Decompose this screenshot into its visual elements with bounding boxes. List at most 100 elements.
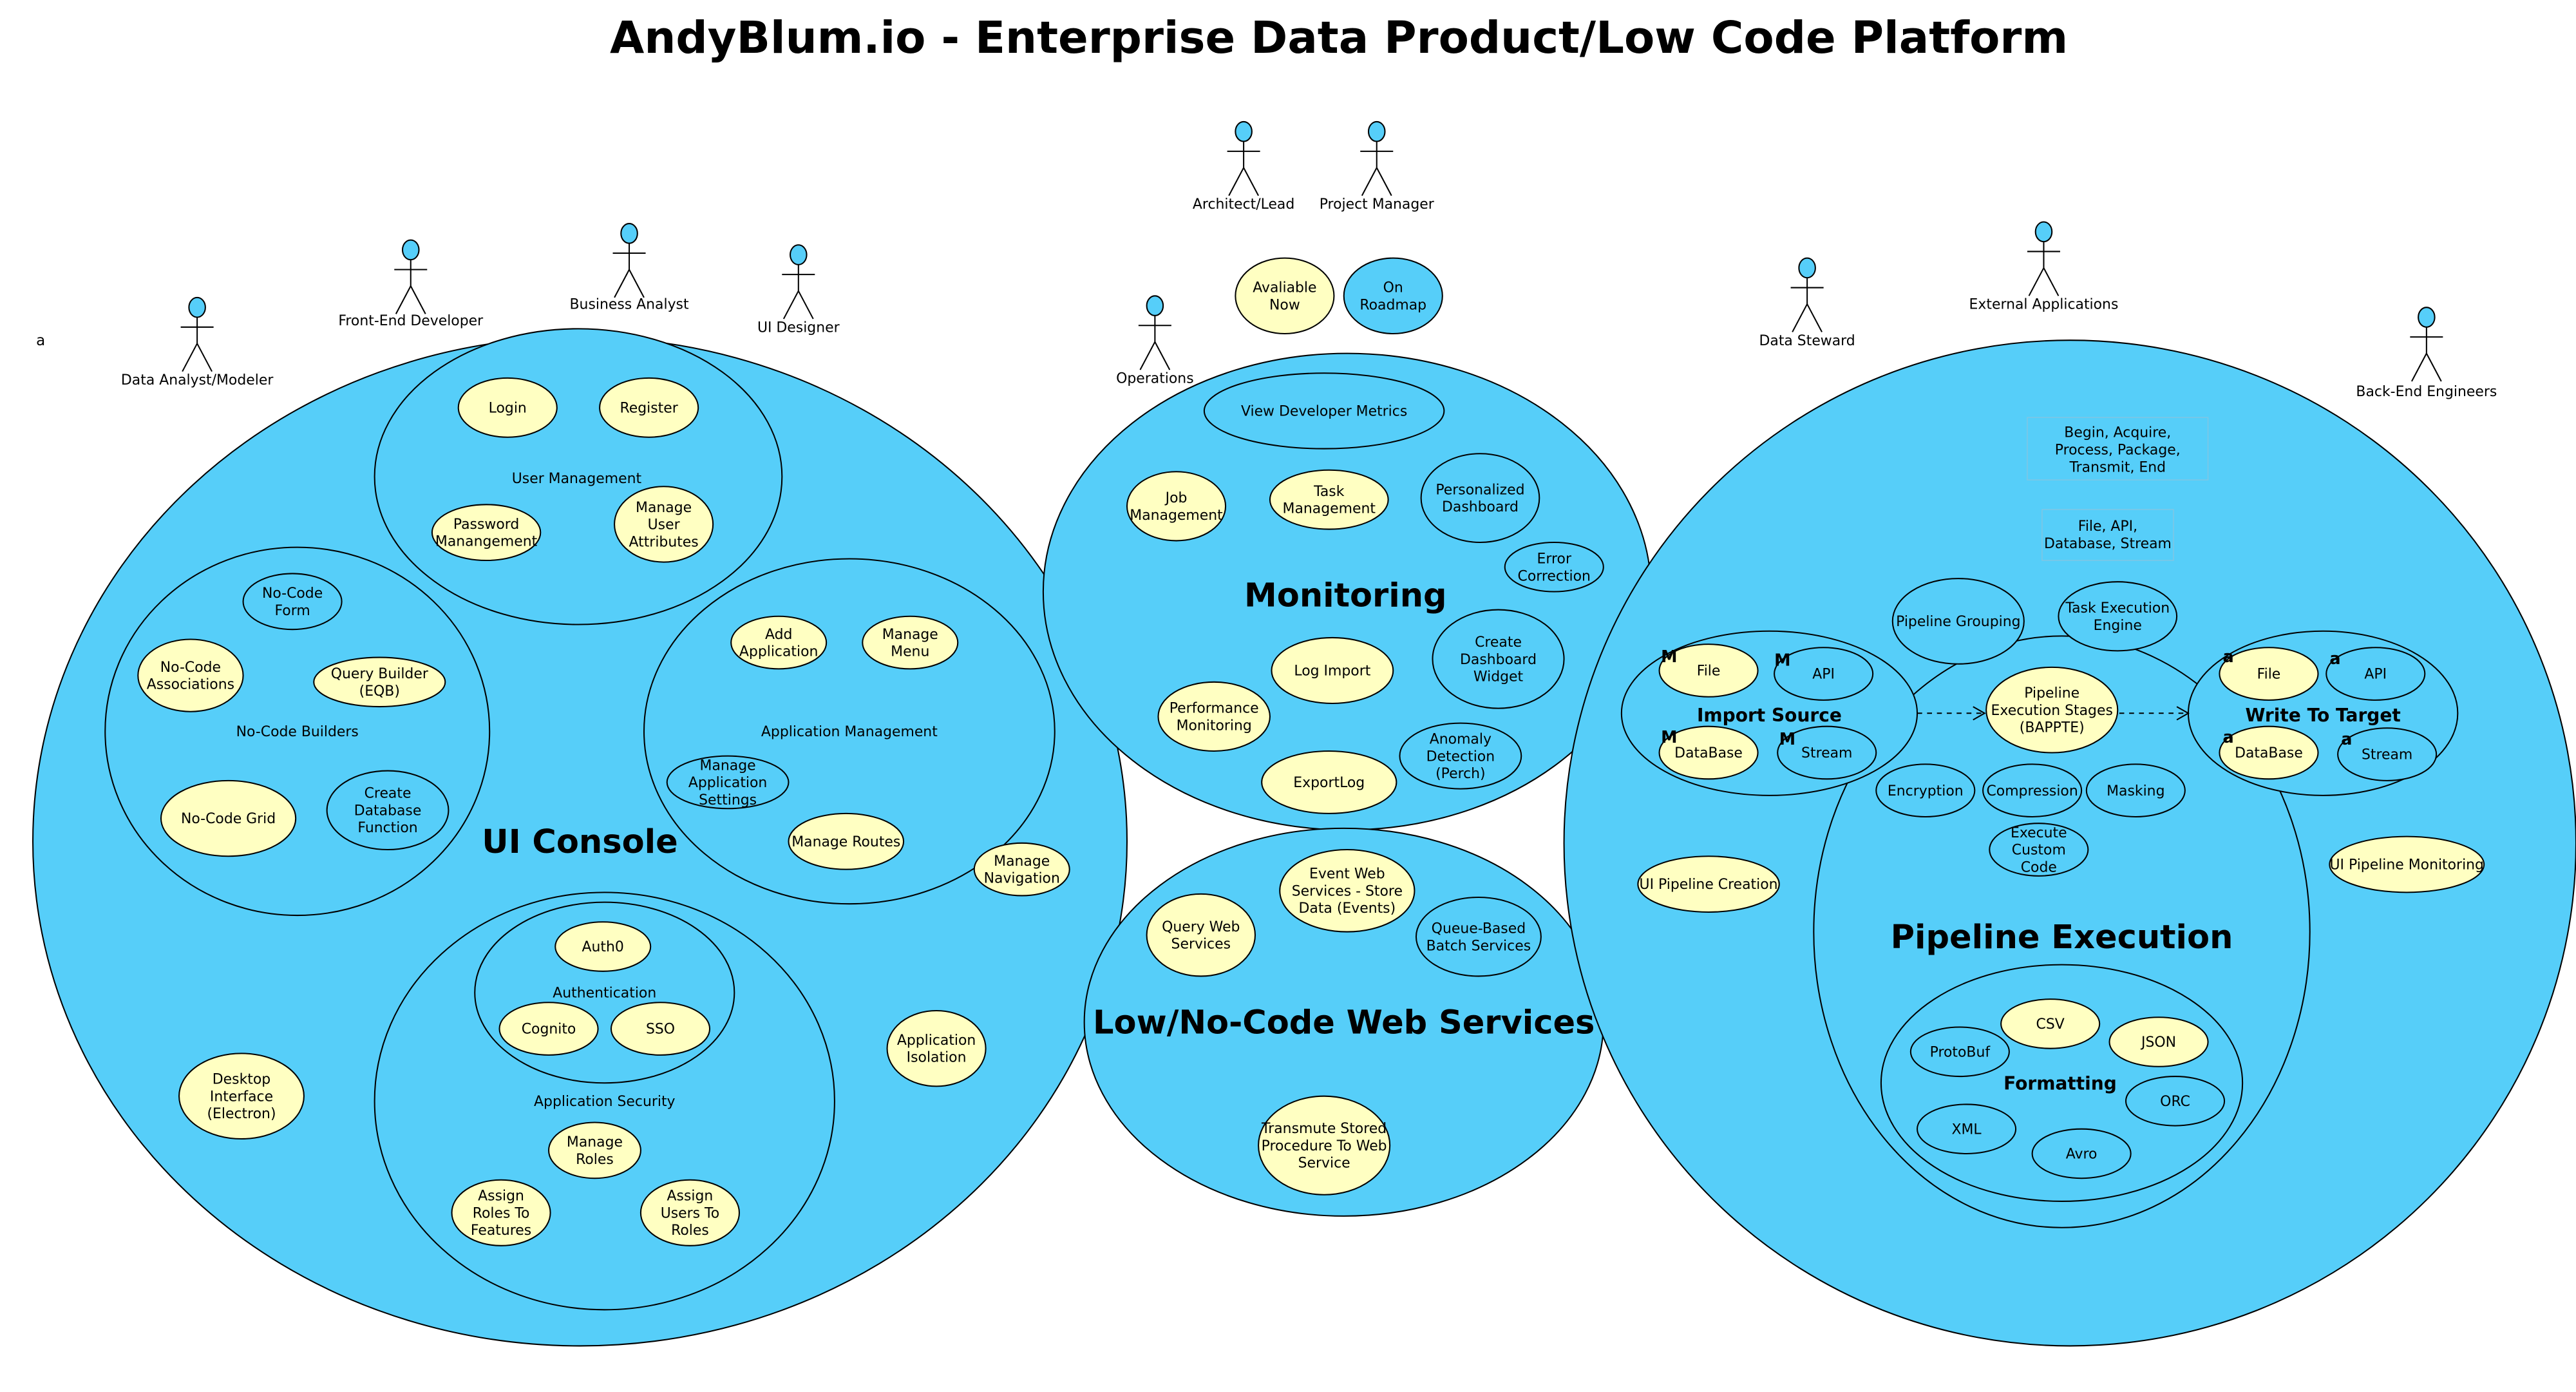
use-case-ui-pipeline-monitoring[interactable]: UI Pipeline Monitoring <box>2329 835 2485 893</box>
use-case-label: Function <box>357 820 417 836</box>
use-case-oval <box>1146 893 1256 977</box>
use-case-auth0[interactable]: Auth0 <box>554 921 652 972</box>
use-case-log-import[interactable]: Log Import <box>1271 636 1394 704</box>
actor-front-end-developer[interactable]: Front-End Developer <box>338 239 484 330</box>
use-case-view-developer-metrics[interactable]: View Developer Metrics <box>1203 372 1445 450</box>
note-line: File, API, <box>2078 519 2137 535</box>
use-case-encryption[interactable]: Encryption <box>1875 763 1976 818</box>
use-case-oval <box>1157 681 1271 752</box>
use-case-login[interactable]: Login <box>457 377 558 438</box>
actor-label: UI Designer <box>757 319 840 336</box>
actor-label: Business Analyst <box>570 297 689 313</box>
note-line: Database, Stream <box>2044 536 2172 552</box>
actor-label: Data Steward <box>1759 333 1855 349</box>
use-case-label: Associations <box>147 677 234 693</box>
use-case-label: Management <box>1130 508 1223 524</box>
use-case-compression[interactable]: Compression <box>1982 763 2083 818</box>
use-case-label: Compression <box>1986 783 2078 799</box>
actor-external-applications[interactable]: External Applications <box>1969 221 2119 313</box>
use-case-export-log[interactable]: ExportLog <box>1261 750 1397 814</box>
actor-data-analyst[interactable]: Data Analyst/Modeler <box>121 296 274 388</box>
use-case-label: Manage <box>994 853 1050 870</box>
use-case-cognito[interactable]: Cognito <box>498 1002 599 1056</box>
actor-back-end-engineers[interactable]: Back-End Engineers <box>2356 307 2497 400</box>
use-case-json[interactable]: JSON <box>2108 1016 2209 1067</box>
use-case-label: Register <box>620 400 679 416</box>
actor-business-analyst[interactable]: Business Analyst <box>570 223 689 313</box>
use-case-sso[interactable]: SSO <box>610 1002 711 1056</box>
use-case-label: (BAPPTE) <box>2020 720 2085 736</box>
use-case-xml[interactable]: XML <box>1917 1103 2017 1154</box>
use-case-masking[interactable]: Masking <box>2085 763 2186 818</box>
use-case-import-stream[interactable]: Stream <box>1777 725 1877 780</box>
use-case-target-database[interactable]: DataBase <box>2219 725 2319 780</box>
use-case-label: Services <box>1171 937 1231 953</box>
use-case-import-api[interactable]: API <box>1774 647 1874 701</box>
use-case-label: Attributes <box>629 534 699 550</box>
use-case-label: Stream <box>1801 745 1852 761</box>
use-case-label: Pipeline Grouping <box>1896 614 2020 630</box>
use-case-manage-routes[interactable]: Manage Routes <box>788 812 905 870</box>
use-case-oval <box>730 615 828 670</box>
use-case-avro[interactable]: Avro <box>2031 1128 2132 1179</box>
use-case-import-file[interactable]: File <box>1658 644 1759 698</box>
actor-project-manager[interactable]: Project Manager <box>1320 120 1435 213</box>
use-case-query-builder[interactable]: Query Builder(EQB) <box>313 656 446 708</box>
note-io-types: File, API,Database, Stream <box>2041 509 2174 561</box>
use-case-target-file[interactable]: File <box>2219 647 2319 701</box>
use-case-oval <box>1235 257 1335 335</box>
use-case-label: Manage <box>700 758 756 774</box>
actor-ui-designer[interactable]: UI Designer <box>757 244 840 336</box>
use-case-import-database[interactable]: DataBase <box>1658 725 1759 780</box>
actor-architect-lead[interactable]: Architect/Lead <box>1193 120 1294 213</box>
use-case-label: Now <box>1269 297 1300 313</box>
use-case-target-api[interactable]: API <box>2325 647 2426 701</box>
note-line: Process, Package, <box>2055 442 2181 458</box>
use-case-pipeline-grouping[interactable]: Pipeline Grouping <box>1891 578 2025 665</box>
use-case-label: Management <box>1283 501 1376 517</box>
use-case-orc[interactable]: ORC <box>2125 1076 2226 1127</box>
use-case-ui-pipeline-creation[interactable]: UI Pipeline Creation <box>1637 855 1780 913</box>
group-label: Application Security <box>534 1094 676 1110</box>
use-case-oval <box>1258 1095 1391 1196</box>
actor-data-steward[interactable]: Data Steward <box>1759 257 1855 349</box>
actor-operations[interactable]: Operations <box>1116 295 1194 387</box>
use-case-no-code-grid[interactable]: No-Code Grid <box>160 779 297 857</box>
use-case-target-stream[interactable]: Stream <box>2337 727 2438 781</box>
use-case-csv[interactable]: CSV <box>2000 998 2101 1049</box>
use-case-protobuf[interactable]: ProtoBuf <box>1909 1026 2010 1078</box>
use-case-oval <box>2125 1076 2226 1127</box>
use-case-register[interactable]: Register <box>599 377 699 438</box>
